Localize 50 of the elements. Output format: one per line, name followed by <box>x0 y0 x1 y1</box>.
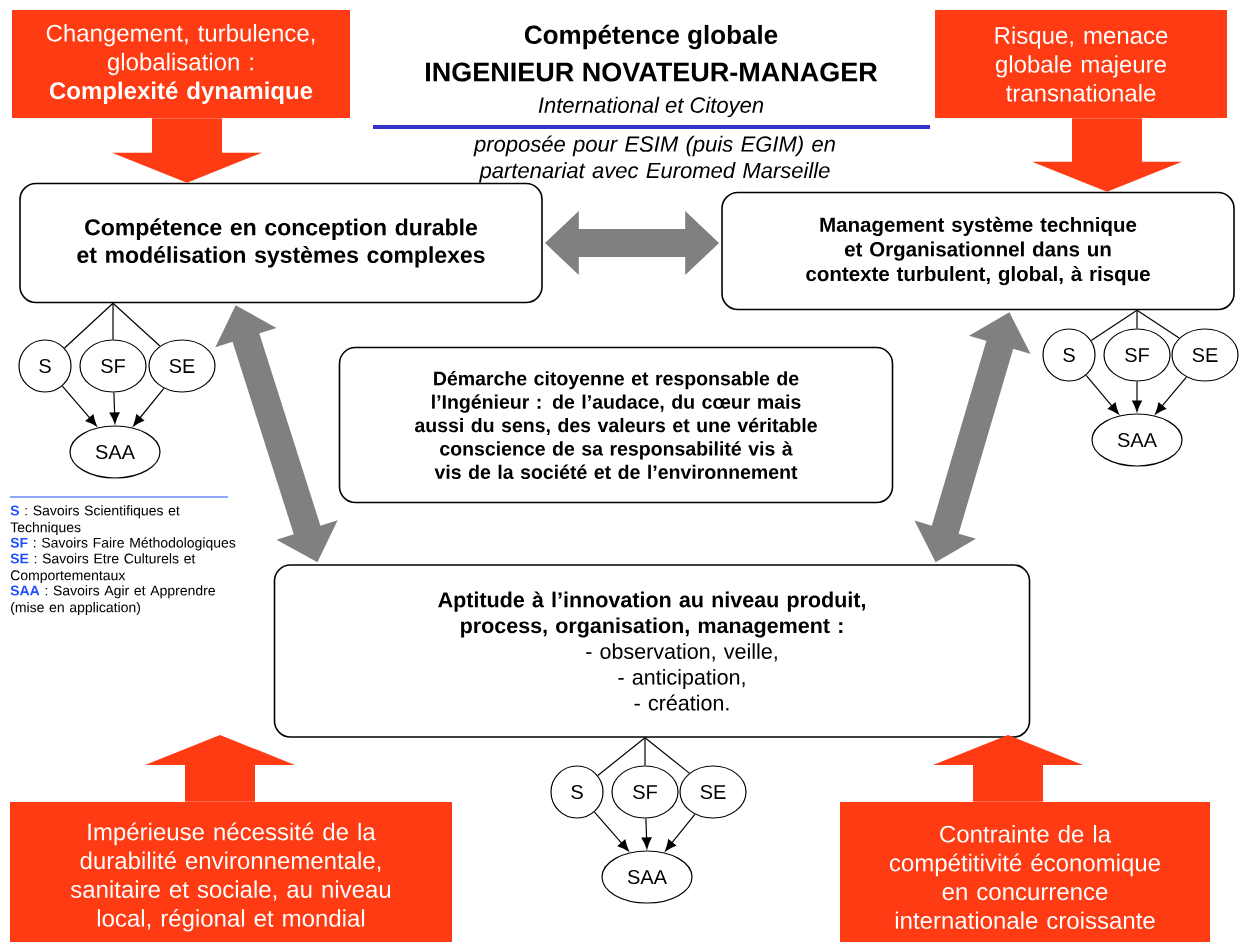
arrow <box>61 385 97 427</box>
connector-line <box>1136 309 1180 339</box>
ellipse-node: S <box>1042 328 1096 382</box>
ellipse-node: SAA <box>601 850 693 904</box>
block-arrow <box>145 735 295 802</box>
arrow <box>133 387 165 427</box>
banner-box: Risque, menace globale majeure transnationale <box>935 10 1227 118</box>
rounded-box: Compétence en conception durable et modélisation systèmes complexes <box>19 182 543 304</box>
arrow <box>641 818 652 849</box>
connector-line <box>644 737 690 774</box>
connector-line <box>644 737 646 766</box>
rounded-box: Aptitude à l’innovation au niveau produit, process, organisation, management : - observation, veille, - anticipation, - création. <box>273 564 1031 738</box>
legend-entry: S : Savoirs Scientifiques et Techniques <box>10 505 180 536</box>
connector-line <box>1136 309 1138 329</box>
rounded-box: Démarche citoyenne et responsable de l’Ingénieur : de l’audace, du cœur mais aussi du sens, des valeurs et une véritable conscience de sa responsabilité vis à vis de la société et de l’environnement <box>338 346 894 504</box>
title: Compétence globale <box>524 24 778 50</box>
subtitle: INGENIEUR NOVATEUR-MANAGER <box>426 62 878 82</box>
ellipse-node: SF <box>79 339 147 393</box>
connector-line <box>63 302 114 349</box>
rounded-box: Management système technique et Organisationnel dans un contexte turbulent, global, à risque <box>721 191 1235 311</box>
ellipse-node: SAA <box>1091 413 1183 467</box>
legend-entry: SAA : Savoirs Agir et Apprendre (mise en application) <box>10 585 215 616</box>
arrow <box>109 392 120 424</box>
arrow <box>665 813 696 852</box>
ellipse-node: SF <box>1103 328 1171 382</box>
legend-entry: SF : Savoirs Faire Méthodologiques <box>10 537 236 551</box>
note: proposée pour ESIM (puis EGIM) en partenariat avec Euromed Marseille <box>473 135 835 183</box>
connector-line <box>112 302 161 347</box>
block-arrow <box>933 735 1083 802</box>
ellipse-node: SE <box>679 765 747 819</box>
connector-line <box>112 302 114 340</box>
connector-line <box>597 737 646 777</box>
ellipse-node: SE <box>1171 328 1239 382</box>
arrow <box>1155 376 1187 415</box>
arrow <box>1132 381 1142 412</box>
subtitle: International et Citoyen <box>538 96 764 118</box>
ellipse-node: SE <box>148 339 216 393</box>
connector-line <box>1090 309 1138 341</box>
arrow <box>1085 374 1119 415</box>
block-arrow <box>1032 118 1182 192</box>
ellipse-node: SF <box>611 765 679 819</box>
banner-box: Contrainte de la compétitivité économique en concurrence internationale croissante <box>840 802 1210 942</box>
ellipse-node: S <box>18 339 72 393</box>
banner-box: Changement, turbulence, globalisation : Complexité dynamique <box>12 10 350 118</box>
banner-box: Impérieuse nécessité de la durabilité environnementale, sanitaire et sociale, au niveau local, régional et mondial <box>10 802 452 942</box>
block-arrow <box>112 118 262 183</box>
arrow <box>593 811 629 852</box>
ellipse-node: S <box>550 765 604 819</box>
legend-entry: SE : Savoirs Etre Culturels et Comportementaux <box>10 553 196 584</box>
ellipse-node: SAA <box>69 425 161 479</box>
